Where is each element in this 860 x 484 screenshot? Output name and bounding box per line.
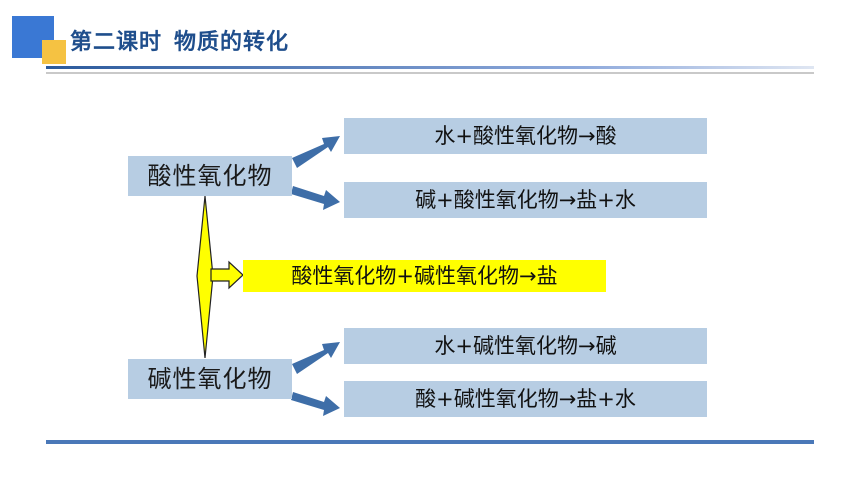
corner-decoration-yellow (42, 40, 66, 64)
footer-divider (46, 440, 814, 444)
reaction-water-acidic: 水+酸性氧化物→酸 (344, 118, 707, 154)
header-divider-thin (46, 72, 814, 74)
arrow-acidic-to-base (291, 186, 340, 210)
title-lesson: 第二课时 (70, 30, 163, 55)
reaction-water-basic: 水+碱性氧化物→碱 (344, 328, 707, 364)
arrow-acidic-to-water (292, 136, 340, 168)
diamond-connector (196, 195, 214, 359)
slide-title: 第二课时物质的转化 (70, 24, 289, 56)
arrow-basic-to-acid (291, 392, 340, 416)
acidic-oxide-label: 酸性氧化物 (128, 156, 292, 196)
reaction-acid-basic: 酸+碱性氧化物→盐+水 (344, 381, 707, 417)
reaction-combined: 酸性氧化物+碱性氧化物→盐 (243, 260, 606, 292)
arrow-to-combined (210, 260, 244, 290)
reaction-base-acidic: 碱+酸性氧化物→盐+水 (344, 182, 707, 218)
title-topic: 物质的转化 (174, 30, 290, 55)
header-divider (46, 66, 814, 69)
basic-oxide-label: 碱性氧化物 (128, 359, 292, 399)
arrow-basic-to-water (292, 342, 340, 374)
